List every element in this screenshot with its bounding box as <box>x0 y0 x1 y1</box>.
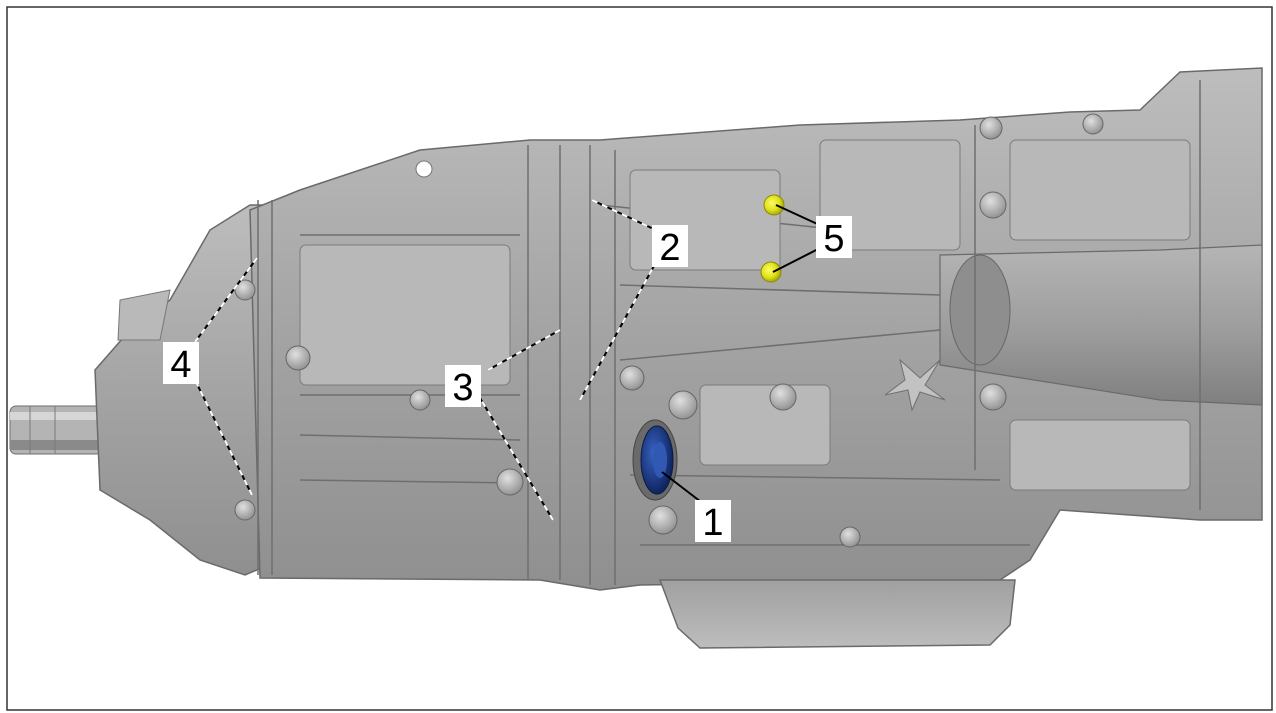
callout-2-label: 2 <box>659 227 680 269</box>
callout-5-label: 5 <box>823 218 844 260</box>
callout-1-label: 1 <box>702 502 723 544</box>
leader-lines <box>194 199 827 521</box>
frame-border <box>6 6 1273 711</box>
yellow-plugs <box>760 194 785 283</box>
oil-pan <box>658 579 1016 649</box>
tail-collar <box>949 254 1011 366</box>
cross-boss <box>884 358 946 412</box>
main-case <box>249 67 1263 591</box>
callout-4: 4 <box>163 342 199 386</box>
output-seal <box>632 419 678 501</box>
callout-3-label: 3 <box>452 367 473 409</box>
callout-3: 3 <box>445 365 481 409</box>
tail-extension <box>939 244 1263 406</box>
case-bolts <box>234 113 1104 548</box>
plug-lower <box>760 261 782 283</box>
callout-4-label: 4 <box>170 344 191 386</box>
input-shaft <box>9 405 106 455</box>
plug-upper <box>763 194 785 216</box>
callout-2: 2 <box>652 225 688 269</box>
callout-1: 1 <box>695 500 731 544</box>
callout-5: 5 <box>816 216 852 260</box>
case-seams <box>257 80 1201 585</box>
breather-hole <box>415 160 433 178</box>
bell-boss <box>117 289 171 341</box>
